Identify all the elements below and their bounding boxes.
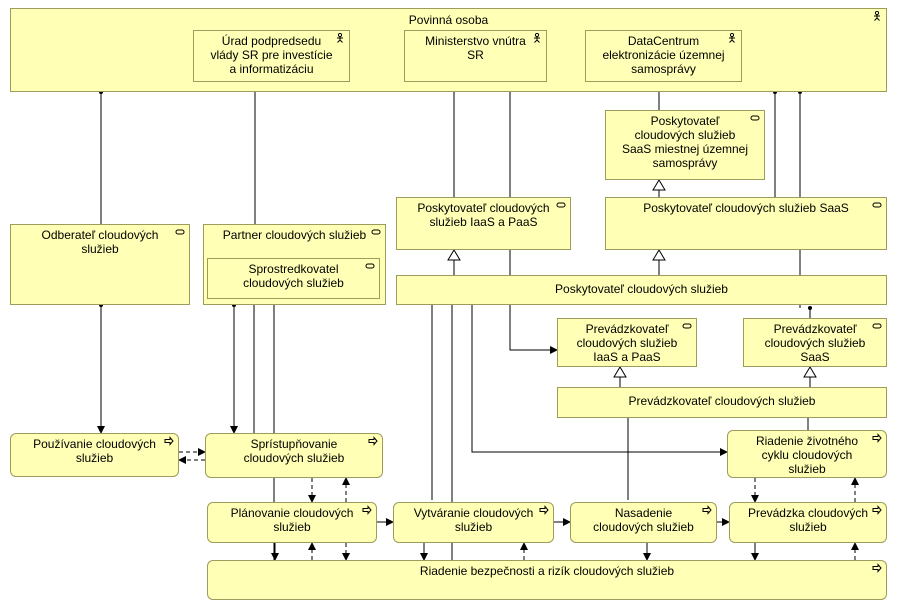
node-prevadzkovatel[interactable]: Prevádzkovateľ cloudových služieb [557, 387, 887, 418]
node-poskytovatel-iaas-paas[interactable]: Poskytovateľ cloudových služieb IaaS a P… [396, 197, 571, 250]
node-riadenie-zivotneho-cyklu[interactable]: Riadenie životného cyklu cloudových služ… [727, 430, 887, 478]
node-label: Prevádzka cloudových služieb [747, 506, 869, 534]
node-label: Odberateľ cloudových služieb [41, 228, 159, 256]
role-icon [872, 202, 882, 208]
process-arrow-icon [872, 505, 882, 515]
node-planovanie[interactable]: Plánovanie cloudových služieb [207, 502, 377, 543]
node-label: Riadenie bezpečnosti a rizík cloudových … [419, 564, 675, 578]
node-label: Nasadenie cloudových služieb [593, 506, 694, 534]
node-urad[interactable]: Úrad podpredsedu vlády SR pre investície… [193, 30, 350, 82]
role-icon [872, 323, 882, 329]
node-prevadzkovatel-iaas-paas[interactable]: Prevádzkovateľ cloudových služieb IaaS a… [557, 318, 697, 367]
role-icon [175, 229, 185, 235]
node-poskytovatel-saas-samospravy[interactable]: Poskytovateľ cloudových služieb SaaS mie… [605, 110, 765, 180]
node-datacentrum[interactable]: DataCentrum elektronizácie územnej samos… [585, 30, 742, 82]
node-label: Partner cloudových služieb [222, 228, 367, 242]
node-ministerstvo[interactable]: Ministerstvo vnútra SR [404, 30, 547, 82]
role-icon [682, 323, 692, 329]
role-icon [556, 202, 566, 208]
node-vytvaranie[interactable]: Vytváranie cloudových služieb [393, 502, 554, 543]
node-pouzivanie[interactable]: Používanie cloudových služieb [10, 433, 179, 477]
node-spristupnovanie[interactable]: Sprístupňovanie cloudových služieb [205, 433, 383, 478]
role-icon [750, 115, 760, 121]
node-prevadzka[interactable]: Prevádzka cloudových služieb [729, 502, 887, 543]
node-label: Prevádzkovateľ cloudových služieb SaaS [764, 322, 866, 364]
node-label: Poskytovateľ cloudových služieb [555, 282, 728, 296]
process-arrow-icon [539, 505, 549, 515]
process-arrow-icon [164, 436, 174, 446]
node-label: Poskytovateľ cloudových služieb SaaS mie… [621, 114, 749, 170]
node-sprostredkovatel[interactable]: Sprostredkovatel cloudových služieb [207, 258, 380, 299]
node-label: Poskytovateľ cloudových služieb SaaS [643, 201, 849, 215]
role-icon [365, 263, 375, 269]
node-label: Plánovanie cloudových služieb [230, 506, 354, 534]
actor-icon [534, 33, 540, 43]
node-label: Sprostredkovatel cloudových služieb [243, 262, 344, 290]
actor-icon [337, 33, 343, 43]
node-label: DataCentrum elektronizácie územnej samos… [602, 34, 725, 76]
node-label: Prevádzkovateľ cloudových služieb [628, 394, 816, 408]
process-arrow-icon [362, 505, 372, 515]
role-icon [371, 229, 381, 235]
node-label: Úrad podpredsedu vlády SR pre investície… [210, 34, 333, 76]
node-prevadzkovatel-saas[interactable]: Prevádzkovateľ cloudových služieb SaaS [743, 318, 887, 367]
actor-icon [874, 11, 880, 21]
node-nasadenie[interactable]: Nasadenie cloudových služieb [570, 502, 717, 543]
node-label: Poskytovateľ cloudových služieb IaaS a P… [417, 201, 550, 229]
node-poskytovatel[interactable]: Poskytovateľ cloudových služieb [396, 275, 887, 305]
process-arrow-icon [872, 433, 882, 443]
process-arrow-icon [702, 505, 712, 515]
process-arrow-icon [368, 436, 378, 446]
node-label: Prevádzkovateľ cloudových služieb IaaS a… [576, 322, 678, 364]
node-label: Riadenie životného cyklu cloudových služ… [755, 434, 859, 476]
node-riadenie-bezpecnosti[interactable]: Riadenie bezpečnosti a rizík cloudových … [207, 560, 887, 600]
node-label: Vytváranie cloudových služieb [413, 506, 534, 534]
process-arrow-icon [872, 563, 882, 573]
node-label: Ministerstvo vnútra SR [425, 34, 526, 62]
actor-icon [729, 33, 735, 43]
node-label: Povinná osoba [408, 13, 489, 27]
node-label: Používanie cloudových služieb [33, 437, 156, 465]
node-label: Sprístupňovanie cloudových služieb [243, 437, 345, 465]
node-odberatel[interactable]: Odberateľ cloudových služieb [10, 224, 190, 305]
node-poskytovatel-saas[interactable]: Poskytovateľ cloudových služieb SaaS [605, 197, 887, 250]
